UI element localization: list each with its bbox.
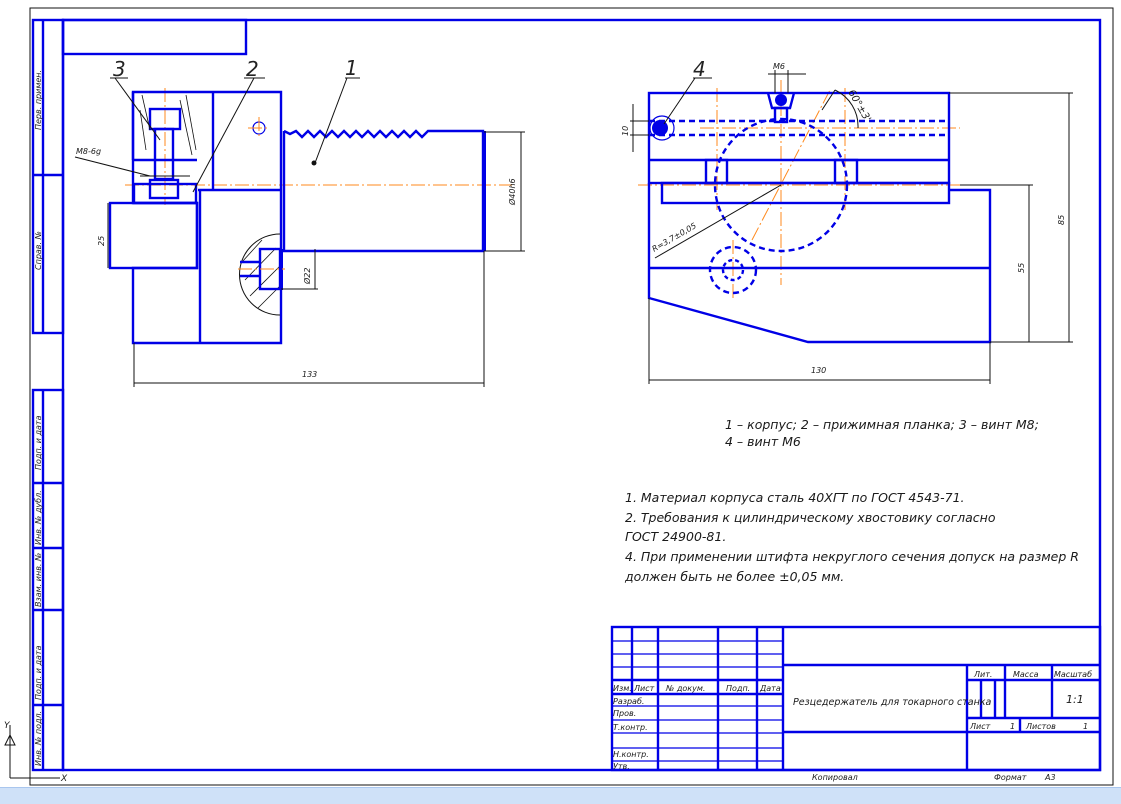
side-label: Инв. № дубл. [34,490,43,545]
dim-height-total: 85 [1057,215,1066,225]
top-left-stamp-box [61,18,248,56]
side-label: Справ. № [34,231,43,270]
col-list: Лист [633,684,655,693]
sheets-value: 1 [1083,722,1088,731]
axis-x-label: X [60,774,68,784]
sheet-label: Лист [969,722,991,731]
col-date: Дата [759,684,781,693]
scale-label: Масштаб [1054,670,1092,679]
scale-value: 1:1 [1066,693,1084,706]
dim-length-left: 133 [302,370,317,379]
side-strip: Перв. примен. Справ. № Подп. и дата Инв.… [31,18,65,772]
dim-bolt: Ø22 [302,268,312,285]
dim-length-right: 130 [811,366,826,375]
leader-4: 4 [693,57,706,81]
col-sign: Подп. [726,684,750,693]
copied-label: Копировал [812,773,858,782]
col-izm: Изм. [613,684,632,693]
title-block: Изм. Лист № докум. Подп. Дата Разраб. Пр… [610,625,1102,782]
role-checker: Пров. [613,709,636,718]
leader-1: 1 [345,56,358,80]
dim-shank-diameter: Ø40h6 [507,178,517,206]
dim-hole: 10 [621,126,630,136]
role-developer: Разраб. [613,697,644,706]
side-label: Подп. и дата [34,645,43,700]
dim-slot: 25 [97,236,106,246]
coordinate-axes-icon: Y X [4,721,68,784]
status-bar [0,787,1121,804]
role-approved: Утв. [613,762,630,771]
dim-thread-m6: M6 [773,62,785,71]
side-label: Перв. примен. [34,70,43,130]
side-label: Подп. и дата [34,415,43,470]
lit-label: Лит. [973,670,992,679]
left-view: 133 Ø40h6 25 Ø22 M8-6g 3 2 1 [74,56,525,387]
sheet-value: 1 [1010,722,1015,731]
note-line: 2. Требования к цилиндрическому хвостови… [625,510,996,525]
note-line: 1. Материал корпуса сталь 40ХГТ по ГОСТ … [625,490,965,505]
format-value: A3 [1044,773,1056,782]
thread-label: M8-6g [76,147,101,156]
role-norm-control: Н.контр. [613,750,649,759]
notes: 1 – корпус; 2 – прижимная планка; 3 – ви… [624,417,1079,584]
parts-legend-line: 1 – корпус; 2 – прижимная планка; 3 – ви… [725,417,1039,432]
side-label: Инв. № подл. [34,711,43,766]
leader-3: 3 [113,57,126,81]
format-label: Формат [994,773,1027,782]
note-line: должен быть не более ±0,05 мм. [624,569,844,584]
leader-2: 2 [246,57,259,81]
sheet-outer-border [29,7,1114,786]
side-label: Взам. инв. № [34,553,43,607]
col-doc: № докум. [665,684,705,693]
note-line: ГОСТ 24900-81. [625,529,726,544]
sheet-inner-frame [61,18,1102,772]
note-line: 4. При применении штифта некруглого сече… [625,549,1079,564]
axis-y-label: Y [4,721,11,731]
mass-label: Масса [1013,670,1039,679]
role-tech-control: Т.контр. [613,723,648,732]
sheets-label: Листов [1025,722,1056,731]
parts-legend-line: 4 – винт М6 [725,434,801,449]
dim-height-base: 55 [1017,263,1026,273]
right-view: 60°±3' R=3,7±0,05 M6 10 130 85 55 4 [621,57,1073,384]
drawing-title: Резцедержатель для токарного станка [793,697,992,708]
